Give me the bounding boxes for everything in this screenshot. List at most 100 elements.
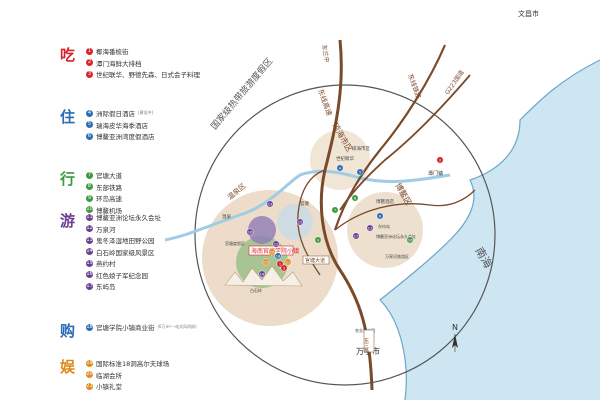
legend-item-number-badge: 9 (86, 194, 93, 202)
small-label-5: 官塘度假区 (225, 240, 245, 246)
legend-item-number-badge: 3 (86, 70, 93, 78)
sea-area (380, 60, 600, 400)
map-marker-number: 4 (339, 167, 342, 171)
map-marker-4 (336, 164, 344, 172)
place-tanmen: 潭门镇 (428, 170, 443, 177)
map-marker-number: 11 (368, 227, 373, 231)
small-label-guantang: 官塘 (300, 200, 309, 207)
legend-item-number-badge: 16 (86, 271, 93, 278)
map-marker-number: 6 (379, 215, 382, 219)
legend-item-number-badge: 11 (86, 213, 93, 221)
small-label-forum: 博鳌亚洲论坛永久会址 (376, 233, 416, 239)
legend-item-label: 潭门海鲜大排档 (96, 59, 142, 68)
legend-item-number-badge: 20 (86, 371, 93, 378)
map-marker-number: 20 (270, 251, 275, 255)
legend-item-label: 椰海番梳街 (96, 48, 129, 56)
legend-item-number-badge: 19 (86, 359, 93, 367)
small-label-3: 琼海市区 (352, 145, 370, 152)
legend-category-title: 娱 (60, 358, 76, 376)
legend-item-number-badge: 8 (86, 183, 93, 190)
map-marker-8 (351, 194, 359, 202)
map-marker-number: 12 (274, 243, 279, 247)
map-marker-2 (436, 156, 444, 164)
map-marker-3 (280, 264, 288, 272)
small-label-4: 万泉河旅游区 (385, 253, 409, 259)
railway-label: 东线铁路 (406, 73, 424, 101)
coastline (379, 59, 600, 400)
legend-item-number-badge: 5 (86, 121, 93, 128)
highway-east (319, 39, 374, 391)
road-g223 (339, 74, 471, 211)
legend-item-number-badge: 15 (86, 259, 93, 267)
map-marker-9 (314, 236, 322, 244)
river (164, 169, 451, 242)
map-marker-number: 9 (317, 239, 320, 243)
guantang-road-label: 官塘大道 (305, 257, 325, 264)
legend-item-number-badge: 21 (86, 382, 93, 390)
map-marker-18 (274, 252, 282, 260)
legend-item-label: 官塘大道 (96, 172, 122, 180)
map-marker-number: 14 (260, 273, 265, 277)
legend-item-label: 世纪联华、野德先森、日式会子料理 (96, 71, 200, 79)
legend-item-label: 鬼冬泽湿地田野公园 (96, 237, 155, 245)
zone-tan-right (347, 192, 423, 268)
map-marker-number: 3 (283, 267, 285, 271)
map-marker-number: 5 (359, 171, 361, 175)
map-marker-17 (352, 232, 360, 240)
highway-label: 东线高速 (316, 88, 334, 117)
small-label-shijie: 世纪联华 (336, 155, 354, 162)
zone-purple (248, 216, 276, 244)
ring-label: 国家级热带旅游度假区 (208, 55, 275, 132)
legend-item-label: 临湖会所 (96, 371, 122, 380)
legend-item-sub-label: (6万m²一站式风尚街) (157, 324, 197, 329)
map-marker-number: 15 (298, 221, 303, 225)
map-marker-19 (262, 258, 270, 266)
highway-top-label: 东兰中 (320, 44, 331, 63)
map-marker-number: 2 (439, 159, 441, 163)
map-marker-number: 8 (354, 197, 357, 201)
legend-category-title: 住 (60, 108, 76, 126)
legend-item-label: 环岛高速 (96, 195, 122, 203)
east-road-label: 东三路 (363, 337, 369, 354)
legend-item-label: 官塘学院小镇商业街 (96, 324, 155, 332)
map-marker-number: 17 (354, 235, 359, 239)
map-marker-number: 1 (279, 263, 281, 267)
map-marker-6 (376, 212, 384, 220)
legend-item-number-badge: 18 (86, 323, 93, 331)
map-marker-10 (406, 236, 414, 244)
zone-lightblue (277, 204, 313, 240)
legend-item-number-badge: 2 (86, 59, 93, 66)
legend-item-number-badge: 17 (86, 282, 93, 290)
map-marker-number: 13 (268, 203, 273, 207)
map-marker-7 (331, 206, 339, 214)
legend-item-number-badge: 4 (86, 109, 93, 117)
map-marker-number: 19 (264, 261, 269, 265)
legend-item-number-badge: 1 (86, 47, 93, 55)
map-marker-13 (266, 200, 274, 208)
guantang-road-box (302, 255, 330, 265)
legend-item-label: 燕约村 (96, 260, 116, 268)
legend-item-label: 东部铁路 (96, 183, 122, 192)
legend-item-number-badge: 10 (86, 206, 93, 213)
legend-item-label: 博鳌机场 (96, 206, 122, 215)
legend-item-label: 小镇礼堂 (96, 383, 122, 391)
legend-item-label: 红色娘子军纪念园 (96, 271, 148, 280)
legend-item-label: 东屿岛 (96, 283, 116, 291)
legend-item-number-badge: 12 (86, 225, 93, 232)
mountains (224, 265, 303, 287)
